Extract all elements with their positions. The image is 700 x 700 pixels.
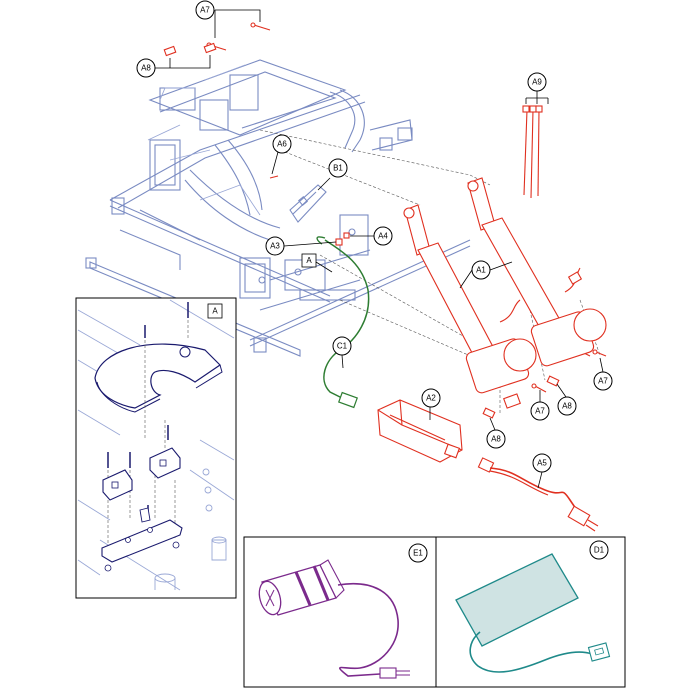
actuator-left [403,204,537,409]
callout-label: A4 [378,232,388,241]
callout-a8-top: A8 [136,55,211,78]
callout-a2: A2 [421,388,441,420]
callout-a7-right: A7 [593,357,613,391]
seat-bracket [94,343,223,413]
hardware-a8-right [482,375,560,419]
callout-label: A7 [200,6,210,15]
callout-a3: A3 [265,236,337,256]
callouts: A7 A8 A9 A6 B1 [136,0,613,489]
connector-e1 [379,667,410,679]
inset-mount-plate [101,507,183,572]
callout-label: A [306,256,312,265]
hardware-a8-top [163,42,217,57]
connector-d1 [587,642,611,662]
inset-clips [102,447,181,501]
callout-a7-top: A7 [195,0,261,38]
cable-e1 [337,583,399,677]
callout-label: A8 [491,435,501,444]
callout-label: A5 [537,459,547,468]
callout-a9: A9 [525,72,549,104]
cable-d1 [469,631,593,673]
callout-a6: A6 [271,134,292,175]
hardware-a7-top [206,22,271,51]
callout-label: A8 [141,64,151,73]
heating-pad [455,553,579,647]
inset-a-label: A [212,307,218,316]
callout-a8-right: A8 [556,383,577,416]
power-supply-a2 [377,399,463,463]
callout-a8-bottom: A8 [486,417,506,449]
callout-label: B1 [333,164,343,173]
callout-label: D1 [594,546,605,555]
callout-label: A3 [270,242,280,251]
detail-inset-d1: D1 [435,536,626,688]
hand-control-b1 [289,184,327,223]
callout-a1: A1 [459,260,513,289]
callout-label: A8 [562,402,572,411]
power-cord-a5 [477,457,599,532]
actuator-right [467,177,607,367]
callout-label: A9 [532,78,542,87]
callout-label: A6 [277,140,287,149]
callout-b1: B1 [317,158,348,191]
heat-massage-motor [258,559,345,616]
detail-inset-e1: E1 [243,536,437,688]
callout-a7-mid: A7 [530,390,550,421]
lift-frame [85,59,471,357]
callout-c1: C1 [332,336,352,369]
callout-label: A7 [598,377,608,386]
callout-label: A2 [426,394,436,403]
callout-a4: A4 [350,226,393,246]
cable-c1 [316,236,370,409]
hardware-a3-a4 [335,232,350,246]
callout-a-ref: A [301,253,333,273]
detail-inset-a: A [75,297,237,599]
inset-screws [107,302,189,520]
callout-label: A7 [535,407,545,416]
cable-ties-a9 [522,105,543,199]
hardware-a6 [269,175,279,179]
callout-a5: A5 [532,453,552,489]
callout-label: E1 [413,549,423,558]
callout-label: A1 [476,266,486,275]
callout-label: C1 [337,342,348,351]
